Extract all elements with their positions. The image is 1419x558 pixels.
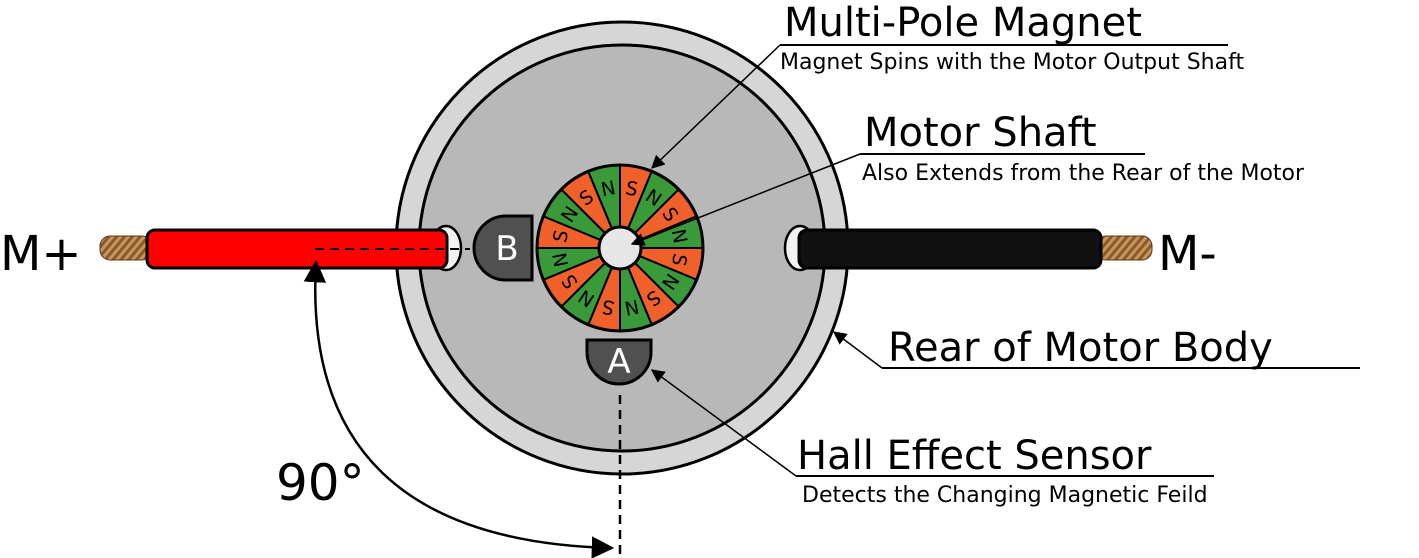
callout-magnet-leader bbox=[651, 44, 781, 169]
angle-arc bbox=[303, 259, 615, 558]
callout-shaft-title: Motor Shaft bbox=[864, 110, 1097, 156]
callout-shaft-leader bbox=[630, 153, 861, 246]
positive-wire-copper bbox=[99, 235, 153, 261]
callout-body-leader bbox=[832, 331, 883, 369]
callout-sensor-leader bbox=[650, 369, 797, 477]
angle-label: 90° bbox=[276, 454, 365, 512]
magnet-pole-label: N bbox=[623, 295, 641, 319]
callout-shaft: Motor Shaft Also Extends from the Rear o… bbox=[630, 110, 1305, 246]
callout-magnet: Multi-Pole Magnet Magnet Spins with the … bbox=[651, 0, 1244, 169]
callout-magnet-title: Multi-Pole Magnet bbox=[784, 0, 1142, 46]
magnet-pole-label: S bbox=[624, 177, 640, 201]
callout-body: Rear of Motor Body bbox=[832, 325, 1360, 371]
terminal-label-positive: M+ bbox=[0, 226, 82, 282]
callout-sensor-subtitle: Detects the Changing Magnetic Feild bbox=[802, 483, 1208, 508]
magnet-pole-label: S bbox=[667, 252, 691, 268]
magnet-pole-label: N bbox=[667, 227, 691, 245]
positive-wire-insulation bbox=[145, 228, 449, 270]
callout-magnet-subtitle: Magnet Spins with the Motor Output Shaft bbox=[780, 50, 1244, 75]
magnet-pole-label: N bbox=[599, 177, 617, 201]
terminal-label-negative: M- bbox=[1158, 226, 1217, 282]
negative-wire-copper bbox=[1095, 235, 1153, 261]
magnet-outline bbox=[535, 163, 705, 333]
negative-wire bbox=[797, 228, 1153, 270]
callout-sensor-title: Hall Effect Sensor bbox=[797, 433, 1152, 479]
hall-sensor-b-label: B bbox=[495, 229, 518, 269]
negative-wire-insulation bbox=[797, 228, 1103, 270]
hall-sensor-b: B bbox=[472, 214, 534, 282]
motor-shaft bbox=[597, 225, 643, 271]
callout-body-title: Rear of Motor Body bbox=[888, 325, 1273, 371]
positive-wire bbox=[99, 228, 449, 270]
callout-sensor: Hall Effect Sensor Detects the Changing … bbox=[650, 369, 1214, 508]
hall-sensor-a-label: A bbox=[607, 342, 630, 382]
magnet-pole-label: S bbox=[549, 228, 573, 244]
callout-shaft-subtitle: Also Extends from the Rear of the Motor bbox=[862, 161, 1305, 186]
